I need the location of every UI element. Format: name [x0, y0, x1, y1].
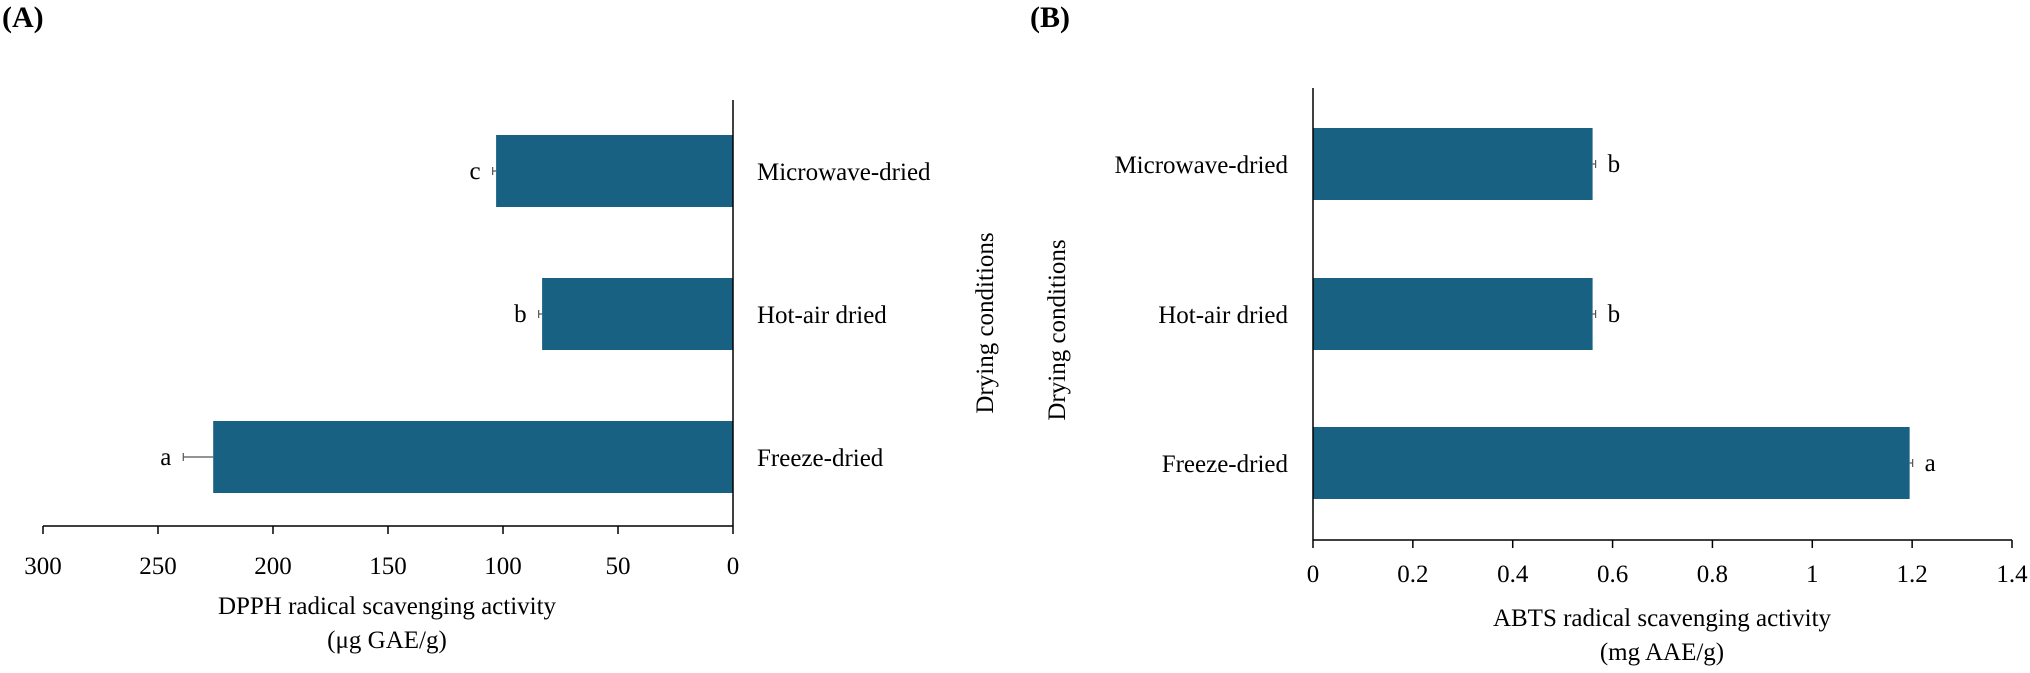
panel-a-y-axis-title: Drying conditions [972, 232, 999, 413]
panel-b-x-tick-label-3: 0.6 [1597, 561, 1628, 588]
panel-b-x-tick-label-2: 0.4 [1497, 561, 1529, 588]
panel-a-category-label-2: Freeze-dried [757, 445, 884, 472]
panel-a-bar-0 [496, 135, 733, 207]
panel-a-bar-2 [213, 421, 733, 493]
panel-a-x-axis-title-line2: (μg GAE/g) [327, 627, 447, 654]
panel-a-x-tick-label-5: 250 [139, 553, 177, 580]
panel-b-x-tick-label-6: 1.2 [1897, 561, 1928, 588]
panel-a-label: (A) [2, 1, 44, 34]
panel-b-x-axis-title-line1: ABTS radical scavenging activity [1493, 605, 1832, 632]
panel-b-significance-2: a [1925, 450, 1936, 477]
panel-a-category-label-0: Microwave-dried [757, 159, 931, 186]
panel-a-significance-0: c [470, 158, 481, 185]
panel-b-category-label-1: Hot-air dried [1158, 302, 1288, 329]
panel-b-bar-2 [1313, 427, 1910, 499]
panel-b-significance-0: b [1608, 151, 1621, 178]
panel-b-significance-1: b [1608, 301, 1621, 328]
panel-b-label: (B) [1030, 1, 1070, 34]
panel-a-x-tick-label-6: 300 [24, 553, 62, 580]
panel-b-x-tick-label-1: 0.2 [1397, 561, 1428, 588]
panel-a-x-tick-label-3: 150 [369, 553, 407, 580]
panel-a-bar-1 [542, 278, 733, 350]
panel-b-category-label-2: Freeze-dried [1162, 451, 1289, 478]
panel-b-x-axis-title-line2: (mg AAE/g) [1600, 639, 1724, 666]
panel-a-x-tick-label-0: 0 [727, 553, 740, 580]
panel-b-bar-0 [1313, 128, 1593, 200]
panel-a-x-tick-label-4: 200 [254, 553, 292, 580]
panel-a-significance-2: a [160, 444, 171, 471]
panel-a-x-tick-label-2: 100 [484, 553, 522, 580]
panel-b-y-axis-title: Drying conditions [1044, 239, 1071, 420]
panel-a-significance-1: b [514, 301, 527, 328]
panel-a-x-axis-title-line1: DPPH radical scavenging activity [218, 593, 557, 620]
panel-b-x-tick-label-7: 1.4 [1996, 561, 2028, 588]
panel-b-bar-1 [1313, 278, 1593, 350]
panel-b-category-label-0: Microwave-dried [1114, 152, 1288, 179]
panel-b-x-tick-label-0: 0 [1307, 561, 1320, 588]
panel-b-x-tick-label-5: 1 [1806, 561, 1819, 588]
panel-a-x-tick-label-1: 50 [606, 553, 631, 580]
panel-b-x-tick-label-4: 0.8 [1697, 561, 1728, 588]
panel-a: (A) c Microwave-dried b Hot-air dried a Freez… [2, 1, 999, 654]
panel-a-category-label-1: Hot-air dried [757, 302, 887, 329]
